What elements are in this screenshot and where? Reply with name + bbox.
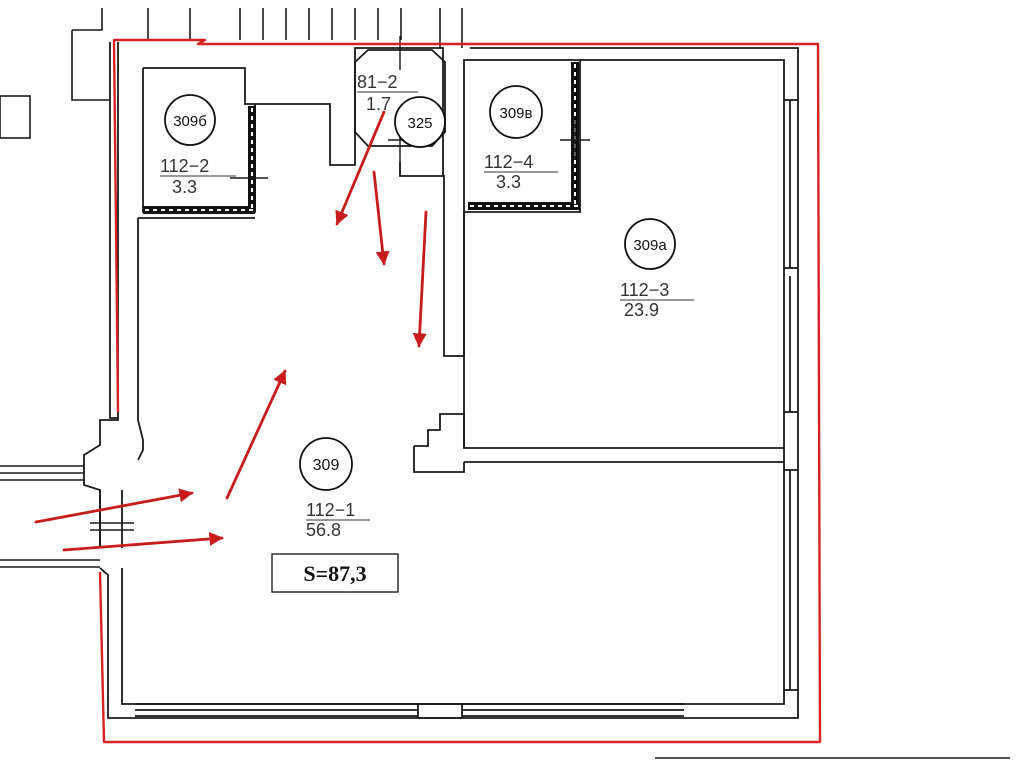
room-309b: 309б 112−2 3.3	[160, 94, 236, 197]
arrow	[412, 210, 428, 348]
room-label: 309б	[173, 113, 207, 130]
room-309a: 309а 112−3 23.9	[620, 218, 694, 320]
total-area-label: S=87,3	[303, 561, 366, 586]
room-area: 3.3	[496, 172, 521, 192]
room-area: 23.9	[624, 300, 659, 320]
tick-marks	[90, 36, 590, 531]
room-plan-code: 112−3	[620, 280, 669, 300]
entrance-arrows	[34, 110, 428, 552]
room-label: 309	[313, 457, 340, 474]
room-plan-code: 112−4	[484, 152, 533, 172]
room-label: 309в	[500, 105, 533, 122]
room-label: 309а	[633, 237, 667, 254]
room-label: 325	[407, 115, 432, 132]
arrow	[62, 531, 224, 552]
room-plan-code: 112−2	[160, 156, 209, 176]
arrow	[335, 110, 386, 226]
total-area-box: S=87,3	[271, 553, 399, 593]
arrow	[225, 369, 287, 500]
room-325: 81−2 1.7 325	[357, 72, 446, 148]
room-plan-code: 112−1	[306, 500, 355, 520]
room-plan-code: 81−2	[357, 72, 398, 92]
unit-boundary	[98, 38, 822, 744]
room-309v: 309в 112−4 3.3	[484, 85, 558, 192]
room-area: 3.3	[172, 177, 197, 197]
room-area: 1.7	[366, 94, 391, 114]
room-309: 309 112−1 56.8	[299, 437, 370, 540]
room-area: 56.8	[306, 520, 341, 540]
surrounding-structures	[0, 8, 1010, 759]
arrow	[372, 170, 390, 266]
arrow	[34, 488, 194, 524]
